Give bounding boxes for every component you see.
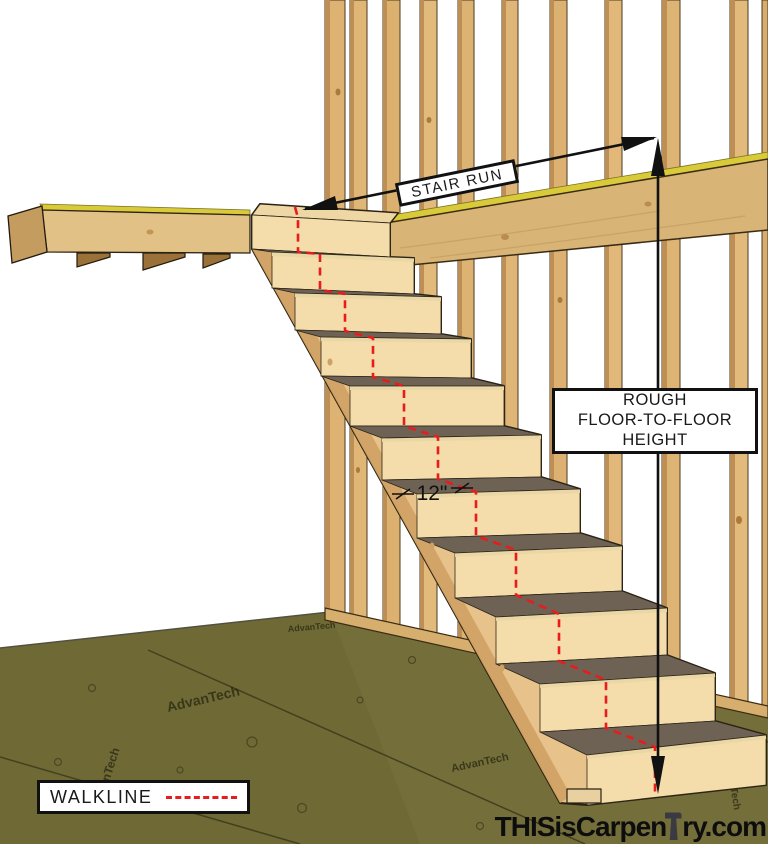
tread-depth-dimension	[392, 482, 473, 500]
arrowhead-down	[651, 756, 665, 794]
watermark-prefix: THISisCarpen	[494, 811, 668, 842]
floor-joist-ends	[76, 252, 231, 271]
stair-header-beam	[379, 151, 768, 269]
arrowhead-up	[651, 138, 665, 176]
arrowhead-left	[302, 196, 338, 210]
watermark-suffix: ry.com	[682, 811, 767, 842]
upper-floor-left-rim	[7, 203, 251, 271]
floor-height-line3: HEIGHT	[622, 430, 688, 449]
stringer-kick-block	[566, 788, 602, 804]
staircase	[251, 203, 767, 806]
tread-depth-label: 12"	[417, 482, 448, 505]
stringer-knots	[327, 358, 505, 672]
rim-joist-end-cap	[7, 205, 48, 264]
rim-joist-face	[41, 209, 251, 254]
arrowhead-right	[621, 137, 657, 151]
hammer-icon	[665, 812, 682, 840]
rim-knot	[146, 229, 154, 235]
walkline-dash-sample	[166, 795, 237, 799]
beam-knot	[644, 201, 652, 207]
dimension-tick-left	[392, 488, 414, 500]
walkline-legend-text: WALKLINE	[50, 786, 153, 807]
walkline-dashed-path	[293, 206, 657, 797]
stringer-edge-strip	[252, 246, 571, 803]
floor-height-line2: FLOOR-TO-FLOOR	[577, 411, 733, 430]
floor-height-line1: ROUGH	[623, 391, 687, 410]
floor-height-label: ROUGH FLOOR-TO-FLOOR HEIGHT	[552, 388, 758, 454]
svg-text:AdvanTech: AdvanTech	[287, 620, 336, 634]
floor-height-arrow	[651, 138, 665, 794]
dimension-tick-right	[451, 482, 473, 494]
beam-knot	[501, 234, 509, 240]
nosing-outlines	[271, 251, 767, 756]
beam-grain	[399, 210, 746, 259]
site-watermark: THISisCarpen ry.com	[494, 810, 767, 842]
nosing-edge-strips	[271, 252, 767, 759]
walkline-legend: WALKLINE	[37, 780, 250, 814]
